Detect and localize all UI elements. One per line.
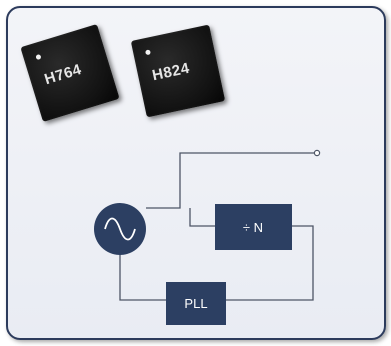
- wires: [119, 152, 315, 301]
- wire-to-divider: [189, 208, 215, 227]
- oscillator: [94, 203, 146, 255]
- wire-divider-feedback: [226, 225, 314, 301]
- pll-label: PLL: [184, 296, 207, 311]
- output-terminal: [313, 149, 321, 157]
- divider-block: ÷ N: [215, 204, 292, 250]
- divider-label: ÷ N: [243, 220, 263, 235]
- wire-output: [146, 152, 315, 209]
- pll-block: PLL: [166, 282, 226, 325]
- wire-pll-to-osc: [119, 255, 166, 301]
- sine-wave-icon: [104, 217, 136, 241]
